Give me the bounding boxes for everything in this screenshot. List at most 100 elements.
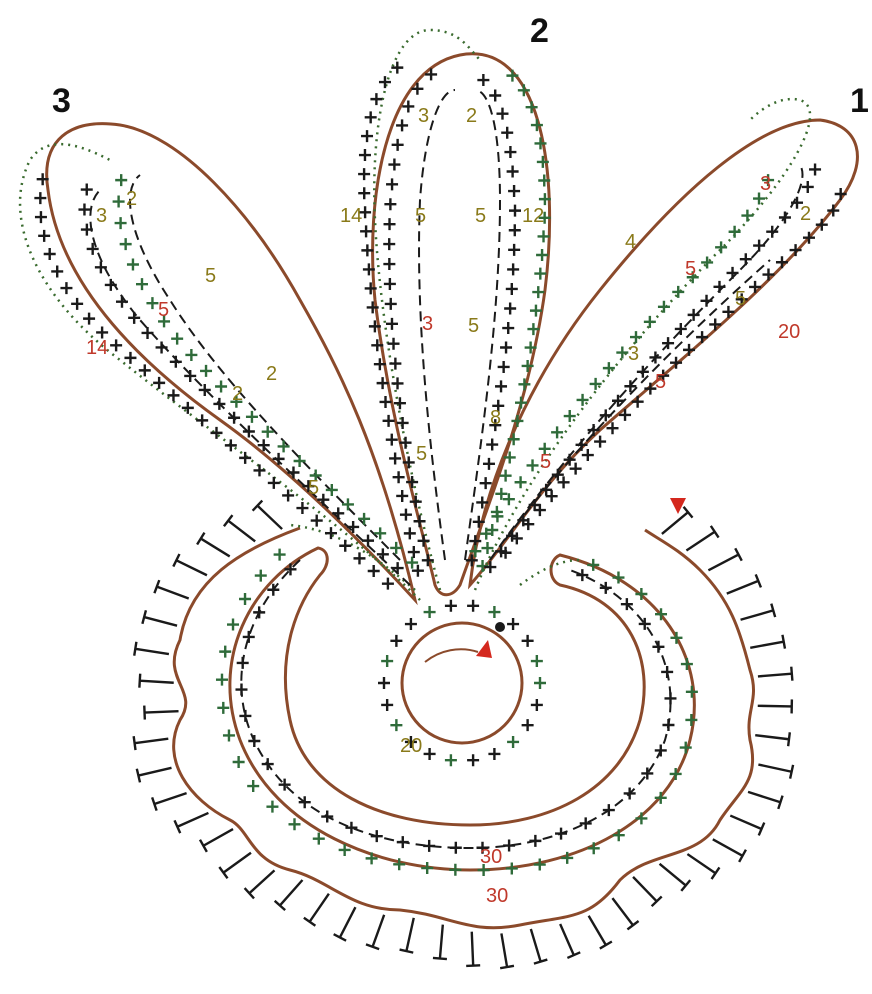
single-crochet-stitch: [382, 578, 394, 590]
double-crochet-stitch: [144, 706, 178, 720]
single-crochet-stitch: [546, 490, 558, 502]
single-crochet-stitch: [701, 295, 713, 307]
single-crochet-stitch: [388, 338, 400, 350]
single-crochet-stitch: [515, 476, 527, 488]
single-crochet-stitch: [835, 188, 847, 200]
single-crochet-stitch: [412, 565, 424, 577]
double-crochet-stitch: [139, 674, 173, 688]
count-p2-5d: 5: [416, 443, 427, 465]
single-crochet-stitch: [507, 618, 519, 630]
double-crochet-stitch: [589, 916, 612, 949]
single-crochet-stitch: [486, 439, 498, 451]
single-crochet-stitch: [246, 411, 258, 423]
single-crochet-stitch: [506, 70, 518, 82]
single-crochet-stitch: [630, 331, 642, 343]
single-crochet-stitch: [503, 840, 515, 852]
double-crochet-stitch: [531, 929, 547, 964]
single-crochet-stitch: [391, 62, 403, 74]
single-crochet-stitch: [501, 127, 513, 139]
double-crochet-stitch: [500, 933, 514, 968]
single-crochet-stitch: [390, 719, 402, 731]
single-crochet-stitch: [422, 554, 434, 566]
double-crochet-stitch: [612, 898, 638, 929]
count-p1-3b: 3: [628, 343, 639, 365]
single-crochet-stitch: [570, 463, 582, 475]
single-crochet-stitch: [532, 286, 544, 298]
single-crochet-stitch: [358, 513, 370, 525]
single-crochet-stitch: [361, 130, 373, 142]
single-crochet-stitch: [325, 527, 337, 539]
single-crochet-stitch: [509, 205, 521, 217]
single-crochet-stitch: [488, 748, 500, 760]
double-crochet-stitch: [708, 548, 741, 570]
single-crochet-stitch: [536, 249, 548, 261]
single-crochet-stitch: [480, 477, 492, 489]
single-crochet-stitch: [182, 402, 194, 414]
count-p2-5c: 5: [468, 315, 479, 337]
single-crochet-stitch: [632, 396, 644, 408]
single-crochet-stitch: [389, 358, 401, 370]
single-crochet-stitch: [467, 754, 479, 766]
single-crochet-stitch: [381, 699, 393, 711]
single-crochet-stitch: [311, 515, 323, 527]
single-crochet-stitch: [105, 279, 117, 291]
single-crochet-stitch: [153, 377, 165, 389]
single-crochet-stitch: [243, 631, 255, 643]
single-crochet-stitch: [370, 93, 382, 105]
center-ring-outline: [402, 623, 522, 743]
single-crochet-stitch: [424, 606, 436, 618]
single-crochet-stitch: [294, 455, 306, 467]
single-crochet-stitch: [377, 548, 389, 560]
single-crochet-stitch: [383, 258, 395, 270]
single-crochet-stitch: [582, 449, 594, 461]
double-crochet-stitch: [245, 870, 275, 898]
single-crochet-stitch: [603, 362, 615, 374]
single-crochet-stitch: [365, 111, 377, 123]
single-crochet-stitch: [345, 822, 357, 834]
double-crochet-stitch: [400, 918, 414, 953]
single-crochet-stitch: [217, 702, 229, 714]
single-crochet-stitch: [498, 361, 510, 373]
double-crochet-stitch: [755, 732, 790, 746]
single-crochet-stitch: [219, 646, 231, 658]
count-p2-5b: 5: [475, 205, 486, 227]
single-crochet-stitch: [124, 352, 136, 364]
single-crochet-stitch: [715, 241, 727, 253]
double-crochet-stitch: [304, 894, 329, 926]
single-crochet-stitch: [445, 600, 457, 612]
count-p3-3: 3: [96, 205, 107, 227]
double-crochet-stitch: [433, 925, 447, 959]
single-crochet-stitch: [688, 309, 700, 321]
petal-number-3: 3: [52, 82, 71, 120]
double-crochet-stitch: [687, 854, 719, 879]
single-crochet-stitch: [495, 380, 507, 392]
single-crochet-stitch: [253, 464, 265, 476]
single-crochet-stitch: [534, 859, 546, 871]
single-crochet-stitch: [727, 267, 739, 279]
single-crochet-stitch: [722, 306, 734, 318]
single-crochet-stitch: [288, 818, 300, 830]
single-crochet-stitch: [235, 684, 247, 696]
double-crochet-stitch: [134, 642, 169, 656]
count-center-20: 20: [400, 735, 422, 757]
count-p1-2: 2: [800, 203, 811, 225]
single-crochet-stitch: [388, 159, 400, 171]
single-crochet-stitch: [675, 323, 687, 335]
single-crochet-stitch: [239, 593, 251, 605]
single-crochet-stitch: [507, 736, 519, 748]
single-crochet-stitch: [51, 265, 63, 277]
single-crochet-stitch: [555, 828, 567, 840]
single-crochet-stitch: [753, 240, 765, 252]
single-crochet-stitch: [113, 196, 125, 208]
single-crochet-stitch: [170, 356, 182, 368]
double-crochet-stitch: [366, 915, 384, 949]
single-crochet-stitch: [313, 833, 325, 845]
single-crochet-stitch: [531, 655, 543, 667]
count-p2-3: 3: [418, 105, 429, 127]
guide-p3-b: [130, 175, 400, 560]
single-crochet-stitch: [576, 439, 588, 451]
single-crochet-stitch: [359, 149, 371, 161]
single-crochet-stitch: [414, 515, 426, 527]
count-ring-30a: 30: [480, 846, 502, 868]
single-crochet-stitch: [672, 286, 684, 298]
